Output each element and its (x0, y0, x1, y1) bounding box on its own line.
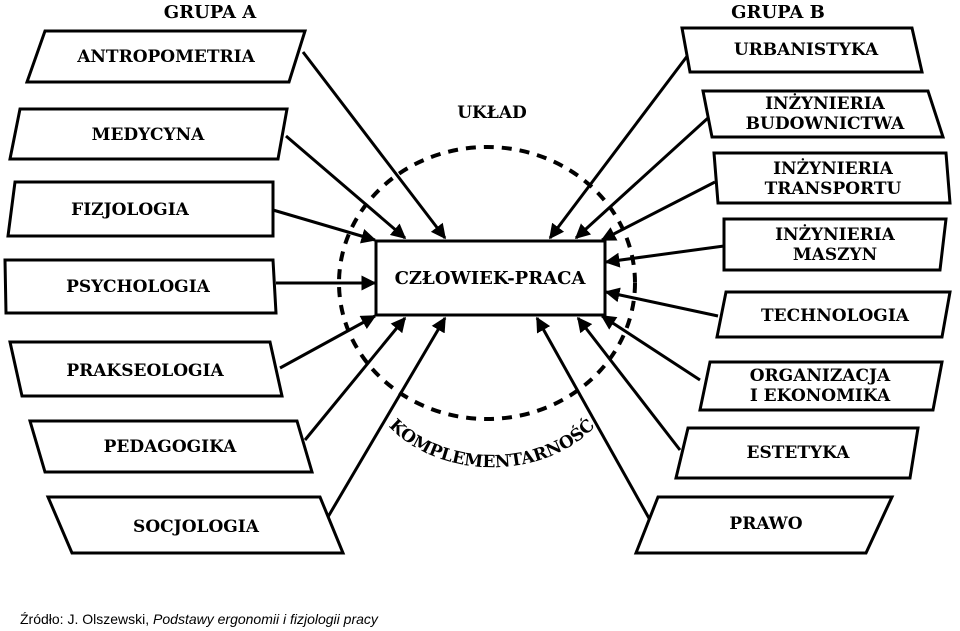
box-a-label: MEDYCYNA (92, 125, 206, 145)
box-inzynieria-maszyn (722, 217, 948, 272)
source-caption: Źródło: J. Olszewski, Podstawy ergonomii… (20, 611, 378, 627)
box-organizacja-i-ekonomika (698, 360, 944, 412)
caption-prefix: Źródło: J. Olszewski, (20, 611, 154, 627)
box-a-label: PRAKSEOLOGIA (66, 361, 224, 381)
arrow-socjologia (323, 316, 447, 523)
arrow-estetyka (576, 316, 682, 451)
box-b-label: INŻYNIERIA (773, 158, 894, 179)
box-b-label: TRANSPORTU (765, 179, 902, 199)
arrow-prawo (535, 316, 652, 521)
box-urbanistyka (680, 26, 924, 74)
arrow-organizacja (600, 314, 701, 382)
box-b-label: INŻYNIERIA (765, 93, 886, 114)
box-pedagogika (27, 419, 315, 474)
arrow-urbanistyka (548, 54, 690, 240)
center-label: CZŁOWIEK-PRACA (395, 268, 587, 289)
arrow-pedagogika (303, 316, 407, 441)
box-psychologia (3, 258, 278, 315)
box-prakseologia (8, 340, 284, 398)
box-b-label: ESTETYKA (747, 443, 851, 463)
arrow-inzynieria-maszyn (604, 244, 725, 268)
box-inzynieria-transportu (712, 151, 952, 205)
arrow-fizjologia (272, 208, 377, 244)
box-b-label: MASZYN (793, 245, 877, 265)
group-b-boxes: URBANISTYKA INŻYNIERIA BUDOWNICTWA INŻYN… (633, 26, 952, 555)
box-a-label: SOCJOLOGIA (133, 517, 260, 537)
box-b-label: BUDOWNICTWA (746, 114, 906, 134)
group-a-title: GRUPA A (164, 2, 257, 23)
box-antropometria (24, 29, 308, 84)
arrow-inzynieria-budownictwa (574, 116, 710, 240)
circle-bottom-label-path: KOMPLEMENTARNOŚĆ (385, 415, 599, 473)
box-technologia (715, 290, 952, 339)
box-b-label: TECHNOLOGIA (761, 306, 910, 326)
box-inzynieria-budownictwa (701, 89, 946, 139)
center-box (374, 239, 607, 317)
group-b-title: GRUPA B (731, 2, 825, 23)
box-b-label: URBANISTYKA (734, 40, 879, 60)
box-medycyna (8, 107, 289, 161)
box-b-label: I EKONOMIKA (750, 386, 891, 406)
box-a-label: ANTROPOMETRIA (76, 47, 255, 67)
box-b-label: INŻYNIERIA (775, 224, 896, 245)
group-a-arrows (272, 51, 447, 523)
circle-top-label: UKŁAD (457, 103, 527, 123)
box-a-label: PSYCHOLOGIA (66, 277, 211, 297)
group-a-boxes: ANTROPOMETRIA MEDYCYNA FIZJOLOGIA PSYCHO… (3, 29, 346, 555)
arrow-antropometria (301, 51, 447, 240)
box-prawo (633, 495, 895, 555)
box-a-label: PEDAGOGIKA (104, 437, 238, 457)
arrow-medycyna (285, 134, 407, 240)
box-b-label: PRAWO (729, 514, 802, 534)
arrow-prakseologia (279, 314, 377, 370)
group-b-arrows (535, 54, 725, 521)
arrow-technologia (604, 287, 719, 318)
box-estetyka (674, 426, 920, 480)
box-a-label: FIZJOLOGIA (71, 200, 190, 220)
ergonomics-diagram: GRUPA A GRUPA B UKŁAD KOMPLEMENTARNOŚĆ C… (3, 2, 952, 555)
box-fizjologia (6, 180, 275, 238)
box-b-label: ORGANIZACJA (750, 366, 891, 386)
box-socjologia (45, 495, 346, 555)
circle-bottom-label: KOMPLEMENTARNOŚĆ (385, 415, 599, 473)
arrow-inzynieria-transportu (600, 180, 716, 242)
caption-title: Podstawy ergonomii i fizjologii pracy (153, 611, 378, 627)
complementarity-circle (337, 145, 637, 421)
